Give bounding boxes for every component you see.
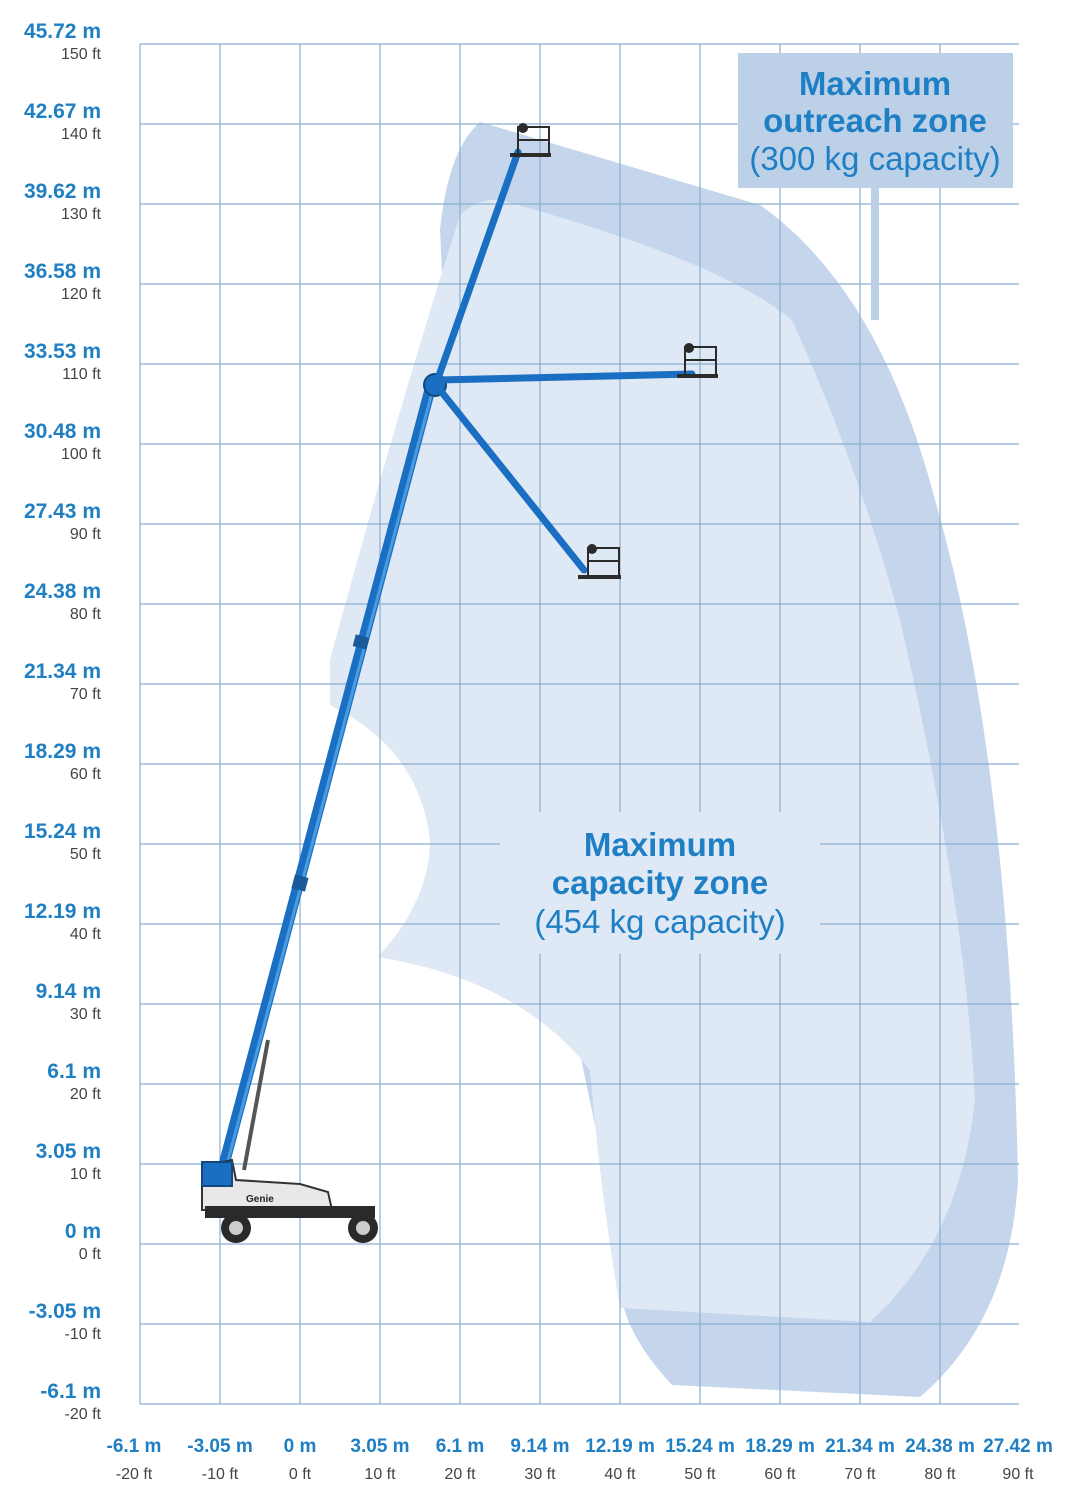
- y-axis-label-feet: 150 ft: [61, 46, 102, 63]
- x-axis-label-feet: -20 ft: [116, 1466, 153, 1483]
- outreach-callout: Maximum outreach zone (300 kg capacity): [738, 53, 1013, 188]
- y-axis-label-feet: 80 ft: [70, 606, 102, 623]
- x-axis-label-feet: 0 ft: [289, 1466, 312, 1483]
- x-axis-label-meters: 12.19 m: [585, 1436, 655, 1457]
- boom-collar-1: [352, 634, 370, 650]
- x-axis-label-feet: 80 ft: [924, 1466, 956, 1483]
- platform-raised: [510, 123, 551, 157]
- y-axis-label-meters: 42.67 m: [24, 100, 101, 123]
- capacity-callout-backdrop: [500, 812, 820, 954]
- y-axis-label-meters: 30.48 m: [24, 420, 101, 443]
- y-axis-label-meters: -6.1 m: [40, 1380, 101, 1403]
- turret: [201, 1161, 233, 1187]
- y-axis-label-feet: 60 ft: [70, 766, 102, 783]
- y-axis-label-meters: 3.05 m: [36, 1140, 101, 1163]
- zones: [330, 122, 1018, 1397]
- jib-lowered: [436, 386, 588, 574]
- x-axis-label-feet: 70 ft: [844, 1466, 876, 1483]
- outreach-zone-capacity: (300 kg capacity): [749, 140, 1000, 177]
- y-axis-label-feet: 50 ft: [70, 846, 102, 863]
- x-axis-label-feet: 90 ft: [1002, 1466, 1034, 1483]
- boom-collar-2: [291, 874, 309, 892]
- chassis-base: [205, 1206, 375, 1218]
- y-axis-label-feet: 90 ft: [70, 526, 102, 543]
- y-axis-label-meters: 6.1 m: [47, 1060, 101, 1083]
- capacity-zone-capacity: (454 kg capacity): [534, 903, 785, 940]
- y-axis-label-meters: 27.43 m: [24, 500, 101, 523]
- outreach-zone-title-line2: outreach zone: [763, 102, 987, 139]
- y-axis-label-meters: 36.58 m: [24, 260, 101, 283]
- y-axis-label-feet: 100 ft: [61, 446, 102, 463]
- y-axis-label-meters: 9.14 m: [36, 980, 101, 1003]
- x-axis-label-feet: 40 ft: [604, 1466, 636, 1483]
- y-axis-label-feet: 40 ft: [70, 926, 102, 943]
- y-axis-label-feet: 110 ft: [62, 366, 101, 383]
- y-axis-label-feet: -20 ft: [65, 1406, 102, 1423]
- boom-lift: Genie: [201, 123, 718, 1243]
- y-axis-label-meters: 0 m: [65, 1220, 101, 1243]
- outreach-callout-box: [738, 53, 1013, 188]
- y-axis-label-feet: 0 ft: [79, 1246, 102, 1263]
- x-axis-label-feet: 50 ft: [684, 1466, 716, 1483]
- y-axis-label-feet: 70 ft: [70, 686, 102, 703]
- x-axis-label-meters: 18.29 m: [745, 1436, 815, 1457]
- x-axis-label-meters: 0 m: [284, 1436, 317, 1457]
- x-axis-label-meters: 6.1 m: [436, 1436, 485, 1457]
- x-axis-label-meters: 24.38 m: [905, 1436, 975, 1457]
- x-axis-label-feet: 20 ft: [444, 1466, 476, 1483]
- outreach-zone-title-line1: Maximum: [799, 65, 951, 102]
- brand-decal: Genie: [246, 1194, 274, 1205]
- x-axis-label-meters: -3.05 m: [187, 1436, 252, 1457]
- platform-lowered: [578, 544, 621, 579]
- capacity-zone-title-line1: Maximum: [584, 826, 736, 863]
- x-axis-label-feet: -10 ft: [202, 1466, 239, 1483]
- platform-horizontal: [677, 343, 718, 378]
- lift-cylinder: [242, 1039, 270, 1171]
- x-axis-label-meters: 21.34 m: [825, 1436, 895, 1457]
- capacity-callout: Maximum capacity zone (454 kg capacity): [500, 812, 820, 954]
- jib-raised: [432, 148, 522, 388]
- x-axis-label-feet: 10 ft: [364, 1466, 396, 1483]
- y-axis-label-feet: 10 ft: [70, 1166, 102, 1183]
- y-axis-label-feet: 20 ft: [70, 1086, 102, 1103]
- y-axis-label-feet: 140 ft: [61, 126, 102, 143]
- x-axis-label-meters: 3.05 m: [350, 1436, 409, 1457]
- y-axis-label-meters: 21.34 m: [24, 660, 101, 683]
- main-boom: [216, 376, 438, 1178]
- capacity-zone-area: [330, 199, 975, 1323]
- y-axis-label-meters: 12.19 m: [24, 900, 101, 923]
- jib-horizontal: [434, 370, 696, 384]
- x-axis-label-feet: 30 ft: [524, 1466, 556, 1483]
- x-axis-label-meters: 9.14 m: [510, 1436, 569, 1457]
- x-axis-label-meters: 15.24 m: [665, 1436, 735, 1457]
- y-axis-label-meters: 24.38 m: [24, 580, 101, 603]
- y-axis-label-feet: -10 ft: [65, 1326, 102, 1343]
- y-axis-label-meters: 15.24 m: [24, 820, 101, 843]
- outreach-callout-leader: [871, 180, 879, 320]
- y-axis-label-meters: 39.62 m: [24, 180, 101, 203]
- y-axis-label-feet: 120 ft: [61, 286, 102, 303]
- wheel-left-hub: [229, 1221, 243, 1235]
- y-axis-label-meters: -3.05 m: [29, 1300, 101, 1323]
- y-axis-label-feet: 30 ft: [70, 1006, 102, 1023]
- x-axis-label-meters: -6.1 m: [107, 1436, 162, 1457]
- main-boom-highlight: [224, 384, 436, 1169]
- x-axis-label-meters: 27.42 m: [983, 1436, 1053, 1457]
- x-axis-label-feet: 60 ft: [764, 1466, 796, 1483]
- y-axis-label-meters: 33.53 m: [24, 340, 101, 363]
- wheel-right-hub: [356, 1221, 370, 1235]
- x-axis-labels: -6.1 m -20 ft -3.05 m -10 ft 0 m 0 ft 3.05 m 10…: [107, 1436, 1053, 1483]
- y-axis-label-meters: 45.72 m: [24, 20, 101, 43]
- capacity-zone-title-line2: capacity zone: [552, 864, 768, 901]
- y-axis-labels: 45.72 m 150 ft 42.67 m 140 ft 39.62 m 130 ft 3…: [24, 20, 102, 1423]
- y-axis-label-feet: 130 ft: [61, 206, 102, 223]
- y-axis-label-meters: 18.29 m: [24, 740, 101, 763]
